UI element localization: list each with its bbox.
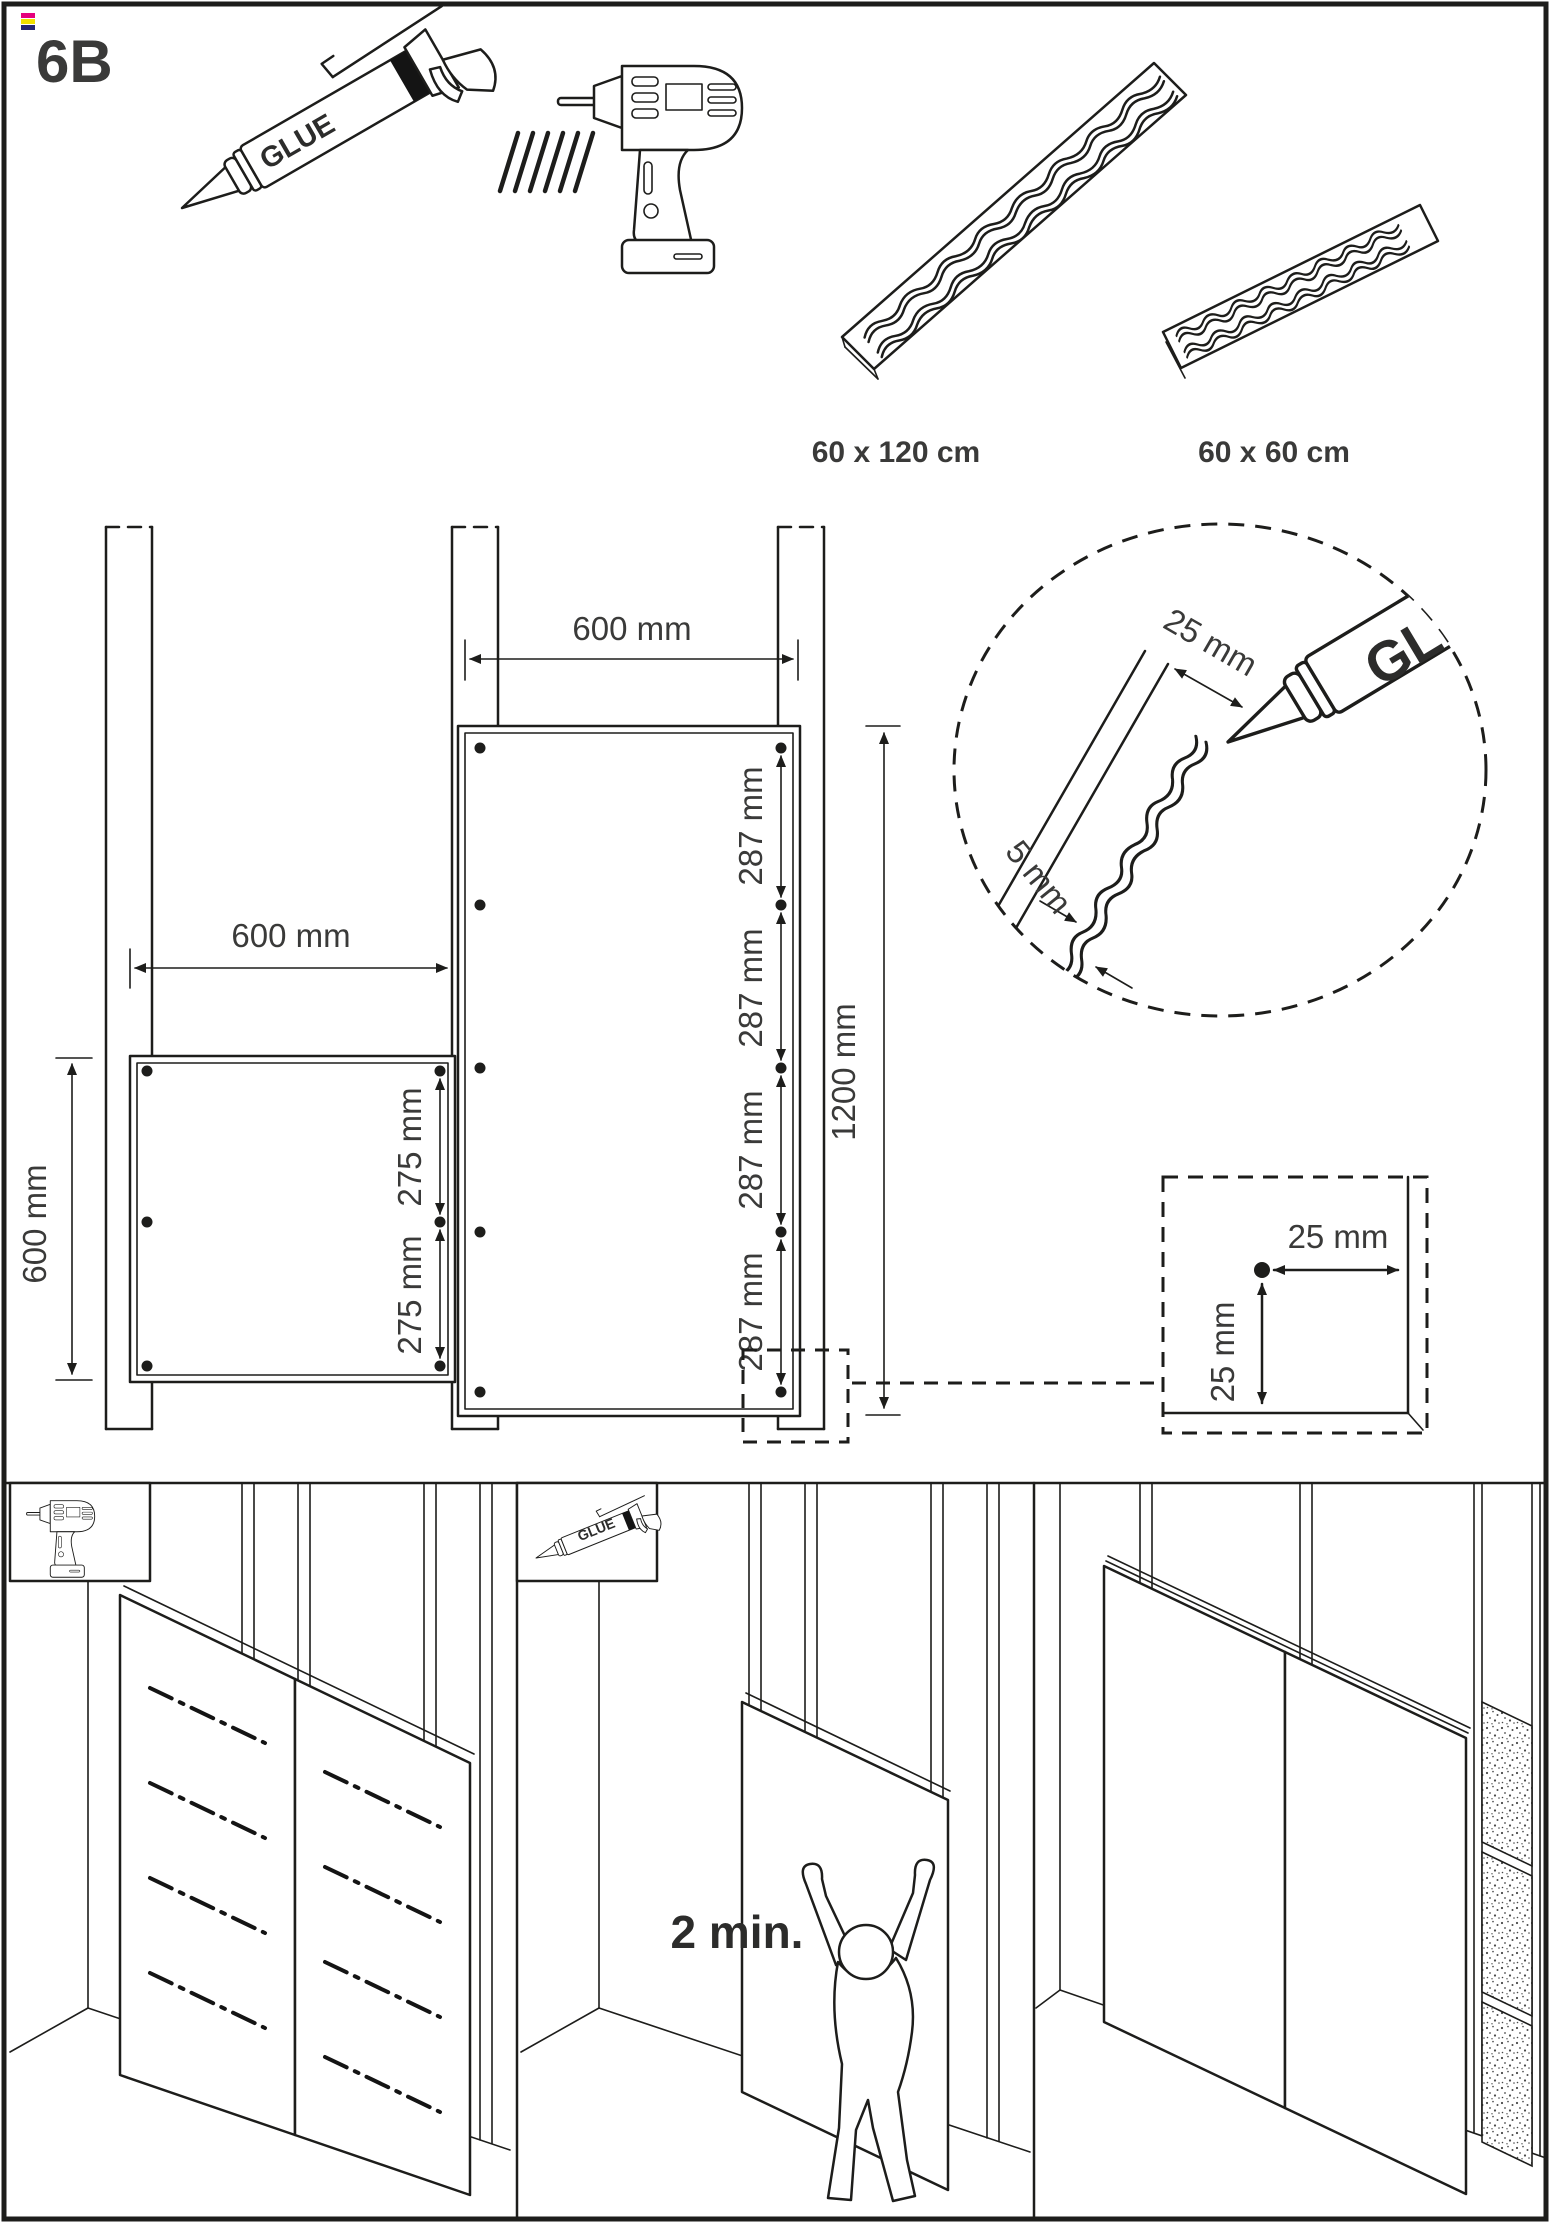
inset-drill bbox=[8, 1481, 152, 1583]
step2-scene: 2 min. GLUE bbox=[515, 1481, 1031, 2203]
small-panel: 275 mm 275 mm bbox=[128, 1054, 457, 1384]
large-panel: 287 mm 287 mm 287 mm 287 mm bbox=[456, 724, 802, 1418]
finished-panels bbox=[1102, 1555, 1471, 2196]
mounted-panels bbox=[118, 1585, 475, 2197]
caulk-gun-icon: GLUE bbox=[152, 0, 506, 257]
insulation-texture bbox=[1481, 1700, 1533, 2168]
person-figure bbox=[801, 1858, 936, 2203]
corner-callout-source bbox=[741, 1348, 1160, 1444]
screw-lines bbox=[148, 1686, 442, 2114]
dim-287-3: 287 mm bbox=[732, 1090, 769, 1209]
corner-detail: 25 mm 25 mm bbox=[1161, 1175, 1429, 1435]
dim-top-600: 600 mm bbox=[464, 610, 799, 681]
drill-icon bbox=[556, 64, 744, 275]
panel-60x120 bbox=[840, 61, 1188, 380]
dim-top-600-label: 600 mm bbox=[572, 610, 691, 647]
dim-small-600-label: 600 mm bbox=[231, 917, 350, 954]
label-60x120: 60 x 120 cm bbox=[812, 436, 980, 469]
inset-glue-gun: GLUE bbox=[515, 1481, 665, 1583]
dim-1200-label: 1200 mm bbox=[825, 1003, 862, 1141]
dim-corner-25-v: 25 mm bbox=[1204, 1302, 1241, 1403]
screw-dots-small bbox=[141, 1065, 446, 1372]
dim-287-4: 287 mm bbox=[732, 1252, 769, 1371]
dim-1200: 1200 mm bbox=[825, 725, 901, 1416]
step3-scene bbox=[1035, 1482, 1547, 2196]
dim-left-600: 600 mm bbox=[16, 1057, 93, 1381]
label-60x60: 60 x 60 cm bbox=[1198, 436, 1350, 469]
panel-60x60 bbox=[1161, 203, 1440, 379]
dim-left-600-label: 600 mm bbox=[16, 1164, 53, 1283]
dim-275-2: 275 mm bbox=[391, 1235, 428, 1354]
screw-dots-large bbox=[474, 742, 787, 1398]
step1-scene bbox=[8, 1481, 511, 2197]
dim-corner-25-h: 25 mm bbox=[1288, 1218, 1389, 1255]
hold-time-label: 2 min. bbox=[671, 1906, 804, 1958]
dim-small-600: 600 mm bbox=[129, 917, 453, 989]
dim-287-1: 287 mm bbox=[732, 766, 769, 885]
registration-mark-icon bbox=[21, 13, 35, 30]
step-label: 6B bbox=[36, 28, 113, 95]
dim-287-2: 287 mm bbox=[732, 928, 769, 1047]
dim-275-1: 275 mm bbox=[391, 1087, 428, 1206]
hatch-marks bbox=[497, 130, 596, 194]
glue-detail-circle: GL 25 mm 5 mm bbox=[952, 522, 1488, 1018]
